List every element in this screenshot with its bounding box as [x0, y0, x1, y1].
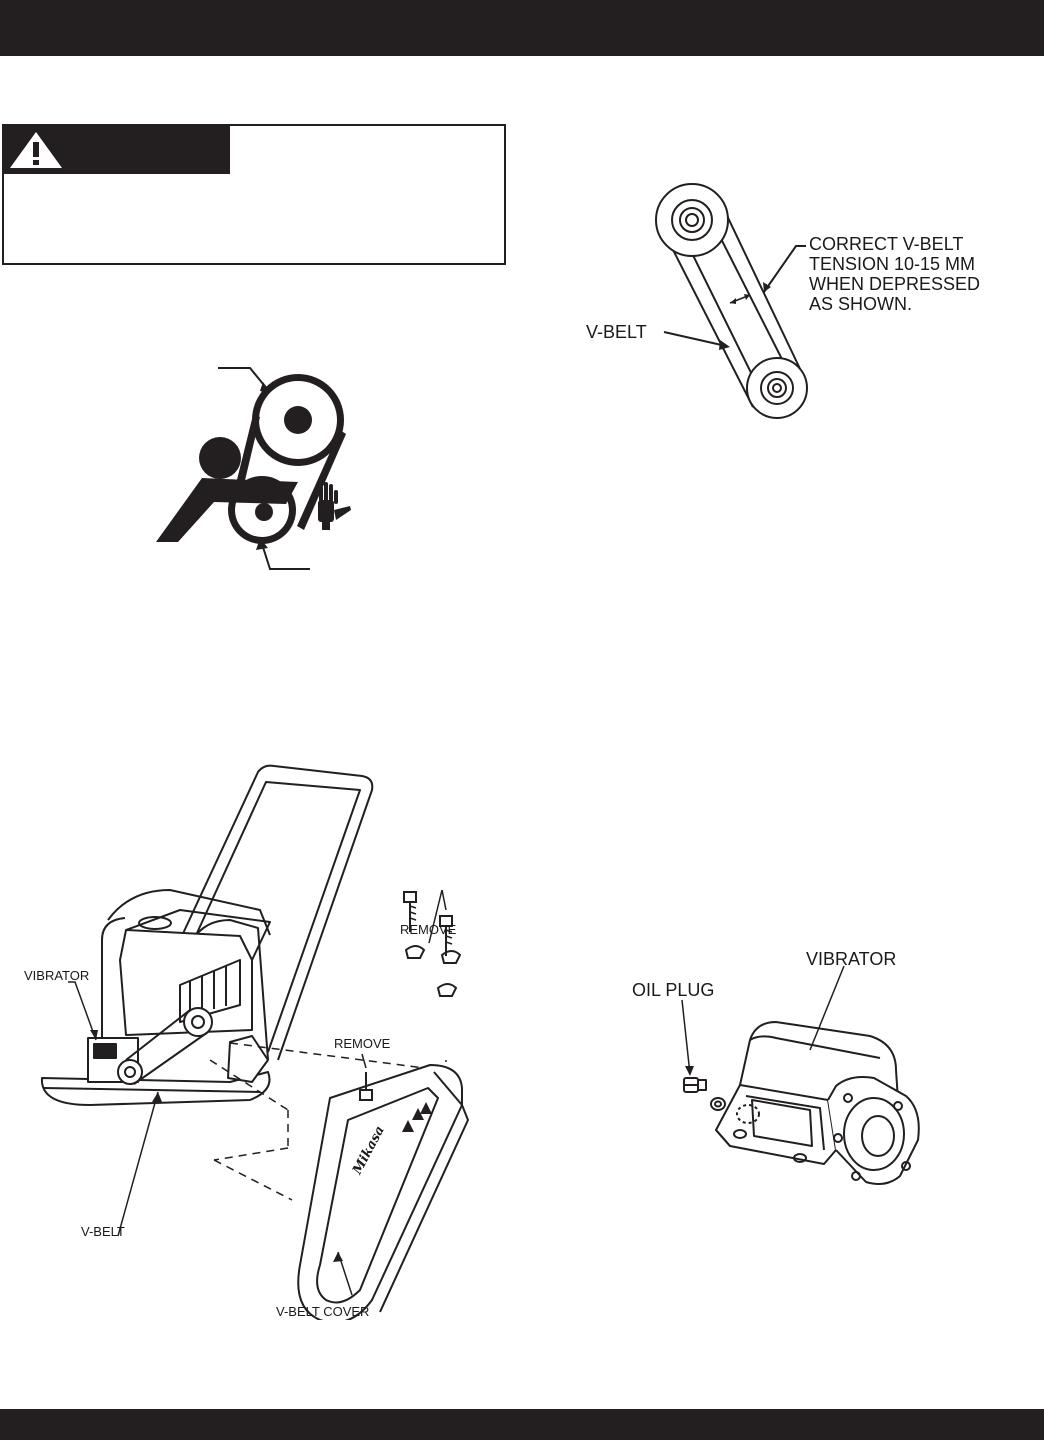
footer-band [0, 1409, 1044, 1440]
plate-compactor-diagram [40, 764, 469, 1320]
vbelt-cover-label: V-BELT COVER [276, 1304, 370, 1319]
tension-vbelt-label: V-BELT [586, 322, 647, 342]
tension-note: CORRECT V-BELT TENSION 10-15 MM WHEN DEP… [809, 234, 981, 314]
remove-label-1: REMOVE [400, 922, 457, 937]
vibrator-diagram [681, 965, 920, 1185]
belt-hazard-pictogram [156, 367, 351, 570]
header-band [0, 0, 1044, 56]
warning-header [4, 126, 230, 174]
vbelt-tension-diagram [655, 183, 808, 419]
remove-label-2: REMOVE [334, 1036, 391, 1051]
plate-vibrator-label: VIBRATOR [24, 968, 90, 983]
warning-box [2, 124, 506, 265]
oil-plug-label: OIL PLUG [632, 980, 715, 1000]
tension-leader-lines [663, 245, 806, 350]
warning-triangle-icon [10, 132, 62, 168]
vibrator-label: VIBRATOR [806, 949, 897, 969]
plate-vbelt-label: V-BELT [81, 1224, 125, 1239]
